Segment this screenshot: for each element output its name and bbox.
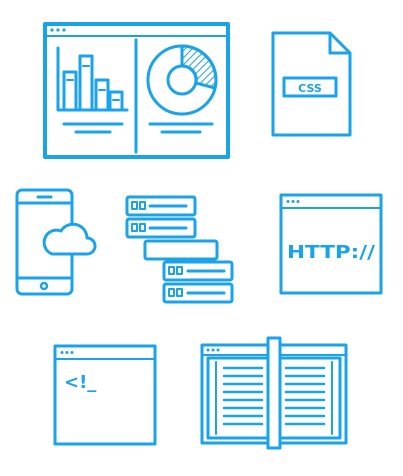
- css-file-icon: CSS: [271, 31, 352, 137]
- dashboard-chart-icon: [43, 22, 230, 159]
- css-file-label: CSS: [298, 82, 322, 95]
- code-window-icon: <!_: [53, 344, 157, 446]
- server-stack-icon: [125, 195, 234, 304]
- open-book-icon: [200, 336, 348, 450]
- mobile-cloud-icon: [15, 188, 97, 296]
- http-browser-icon: HTTP://: [279, 193, 383, 295]
- code-label: <!_: [64, 372, 96, 393]
- http-label: HTTP://: [287, 242, 376, 263]
